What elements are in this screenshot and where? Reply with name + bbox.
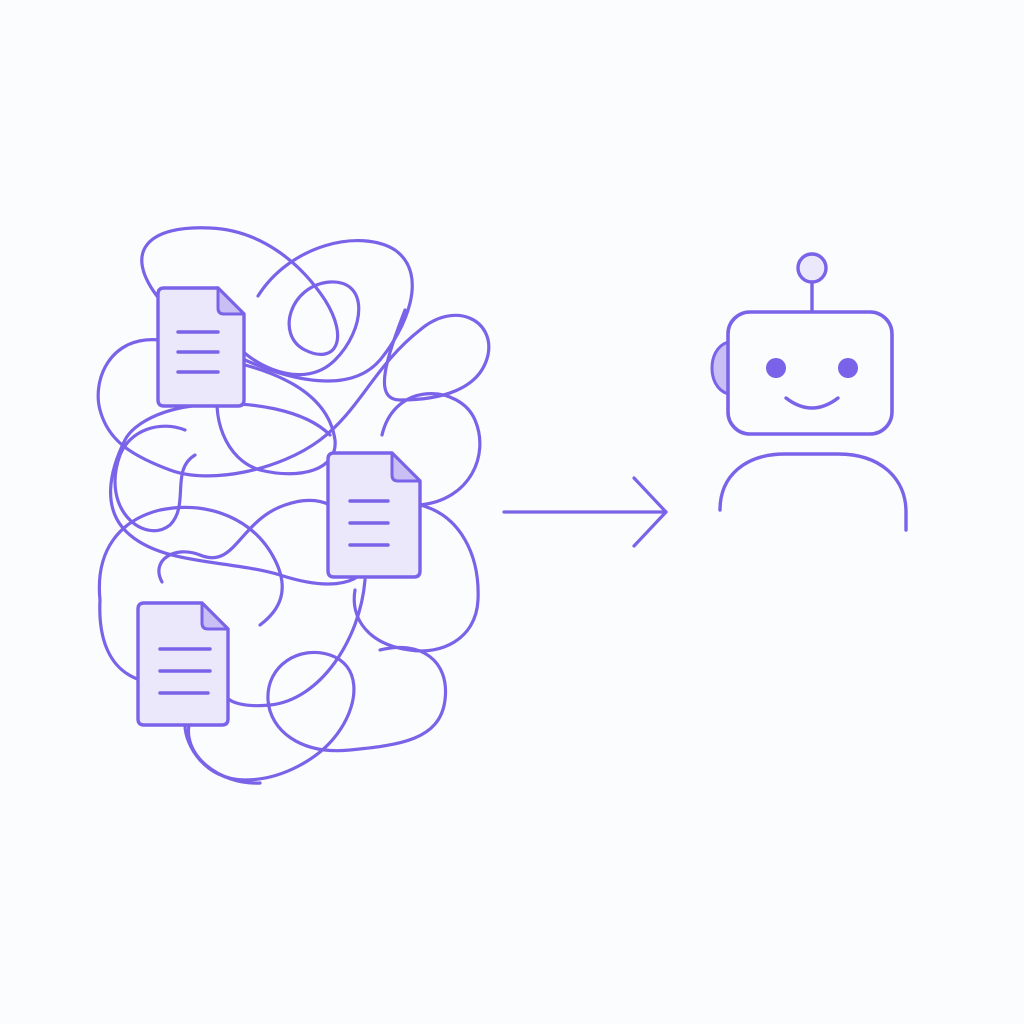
antenna-ball — [796, 252, 828, 284]
robot-eye-left — [766, 358, 786, 378]
arrow-right-icon — [502, 476, 668, 548]
robot-icon — [710, 252, 908, 532]
robot-shoulders — [718, 452, 908, 532]
document-icon — [156, 286, 246, 408]
robot-ear — [710, 340, 730, 396]
robot-smile — [784, 396, 840, 410]
document-icon — [326, 451, 422, 579]
document-icon — [136, 601, 230, 727]
robot-eye-right — [838, 358, 858, 378]
robot-head — [726, 310, 894, 436]
